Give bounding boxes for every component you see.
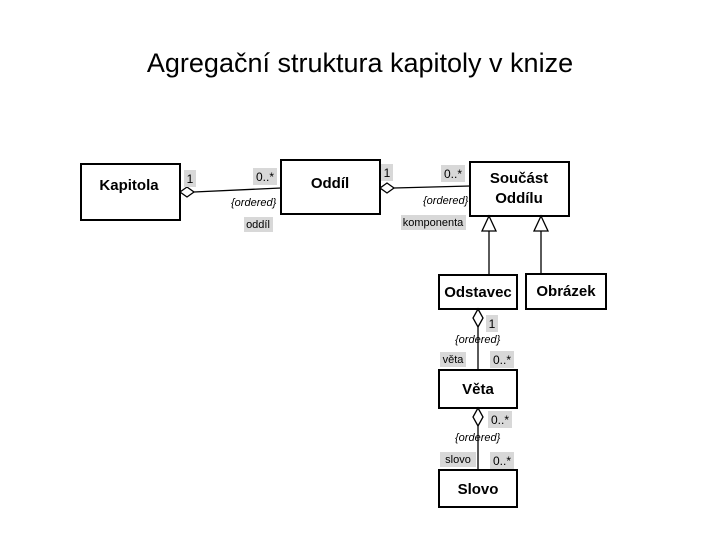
class-odstavec: Odstavec — [438, 274, 518, 310]
class-soucast-oddilu: Součást Oddílu — [469, 161, 570, 217]
constraint-ordered: {ordered} — [231, 197, 277, 209]
generalization-arrowhead — [480, 214, 498, 232]
class-obrazek-label: Obrázek — [536, 283, 596, 300]
multiplicity-part: 0..* — [493, 353, 511, 367]
slide-title: Agregační struktura kapitoly v knize — [146, 48, 574, 78]
multiplicity-whole: 1 — [489, 317, 496, 331]
generalization-arrowhead — [532, 214, 550, 232]
association-odstavec-veta: 1 {ordered} věta 0..* — [440, 307, 514, 370]
aggregation-diamond — [472, 307, 484, 329]
constraint-ordered: {ordered} — [423, 195, 469, 207]
multiplicity-whole: 1 — [384, 166, 391, 180]
aggregation-diamond — [472, 406, 484, 428]
class-obrazek: Obrázek — [525, 273, 607, 310]
association-oddil-soucast: 1 0..* {ordered} komponenta — [378, 164, 471, 230]
association-veta-slovo: 0..* {ordered} slovo 0..* — [440, 406, 514, 470]
generalization-odstavec — [480, 214, 498, 275]
role-name: oddíl — [246, 219, 270, 231]
role-name: věta — [443, 354, 465, 366]
aggregation-diamond — [378, 182, 396, 194]
aggregation-diamond — [178, 186, 196, 198]
role-name: komponenta — [403, 217, 464, 229]
multiplicity-whole: 0..* — [491, 413, 509, 427]
class-slovo: Slovo — [438, 469, 518, 508]
role-name: slovo — [445, 454, 471, 466]
class-veta-label: Věta — [462, 381, 494, 398]
multiplicity-part: 0..* — [493, 454, 511, 468]
constraint-ordered: {ordered} — [455, 432, 501, 444]
class-kapitola: Kapitola — [80, 163, 181, 221]
multiplicity-whole: 1 — [187, 172, 194, 186]
class-oddil: Oddíl — [280, 159, 381, 215]
constraint-ordered: {ordered} — [455, 334, 501, 346]
class-veta: Věta — [438, 369, 518, 409]
class-kapitola-label: Kapitola — [99, 177, 159, 194]
class-slovo-label: Slovo — [458, 481, 499, 498]
class-soucast-label-line2: Oddílu — [495, 190, 543, 207]
multiplicity-part: 0..* — [444, 167, 462, 181]
association-kapitola-oddil: 1 0..* {ordered} oddíl — [178, 168, 282, 232]
class-odstavec-label: Odstavec — [444, 284, 512, 301]
class-soucast-label-line1: Součást — [490, 170, 548, 187]
class-oddil-label: Oddíl — [311, 175, 349, 192]
multiplicity-part: 0..* — [256, 170, 274, 184]
generalization-obrazek — [532, 214, 550, 274]
